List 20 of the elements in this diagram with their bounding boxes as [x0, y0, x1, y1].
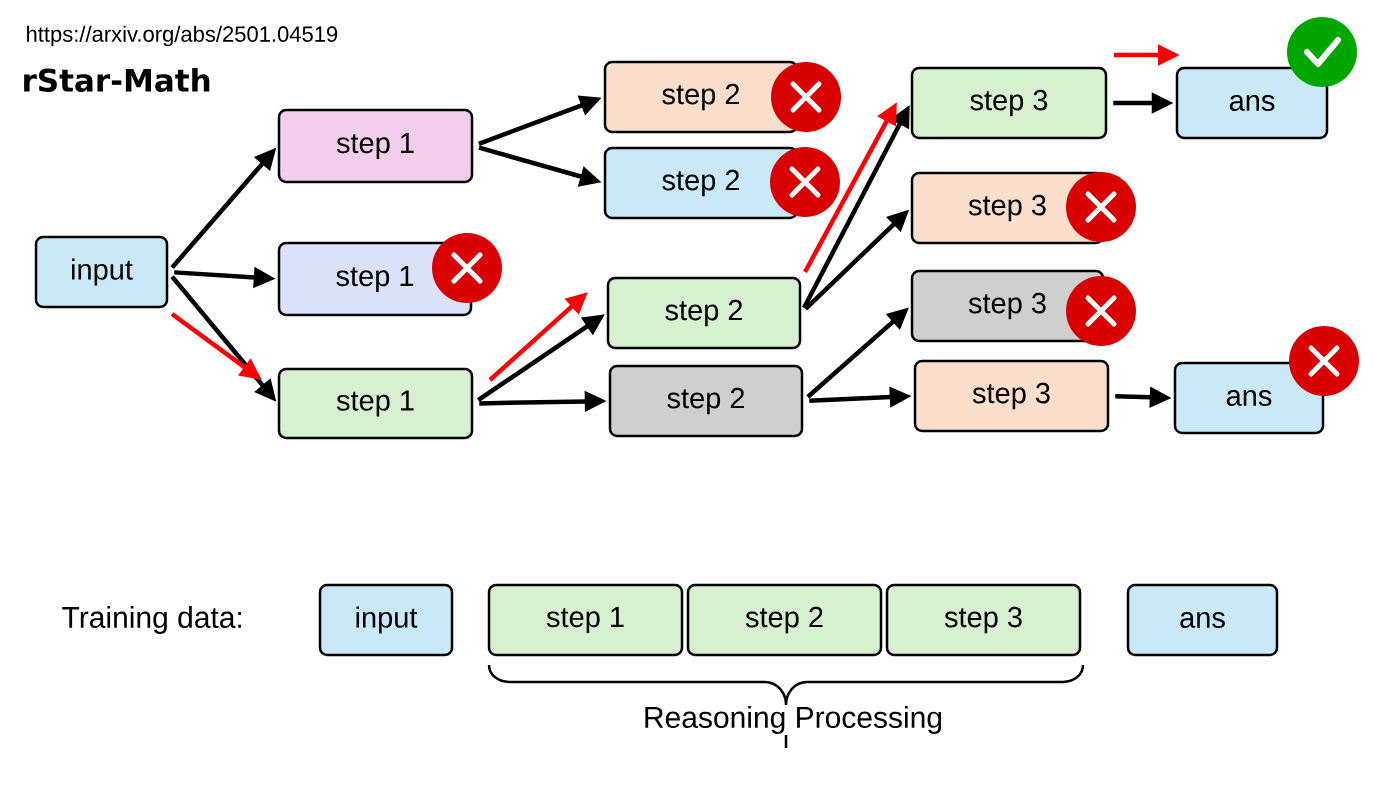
step-box: step 2	[686, 583, 883, 657]
step-box: step 3	[910, 66, 1108, 140]
step-box: step 1	[277, 108, 474, 184]
title: rStar-Math	[24, 68, 210, 92]
step-box: input	[318, 583, 454, 657]
step-box: ans	[1175, 66, 1329, 140]
step-box: step 3	[885, 583, 1082, 657]
step-box: step 3	[913, 359, 1110, 433]
step-box: step 1	[487, 583, 684, 657]
step-box: step 2	[606, 276, 802, 350]
step-box: step 2	[603, 146, 799, 220]
step-box: ans	[1173, 361, 1325, 435]
step-box: step 2	[603, 60, 799, 134]
brace-label: Reasoning Processing	[641, 705, 945, 735]
step-box: ans	[1126, 583, 1279, 657]
row-label: Training data:	[62, 606, 242, 634]
step-box: step 2	[608, 364, 804, 438]
url-text: https://arxiv.org/abs/2501.04519	[27, 25, 338, 47]
step-box: step 1	[277, 367, 474, 440]
step-box: input	[34, 235, 169, 309]
